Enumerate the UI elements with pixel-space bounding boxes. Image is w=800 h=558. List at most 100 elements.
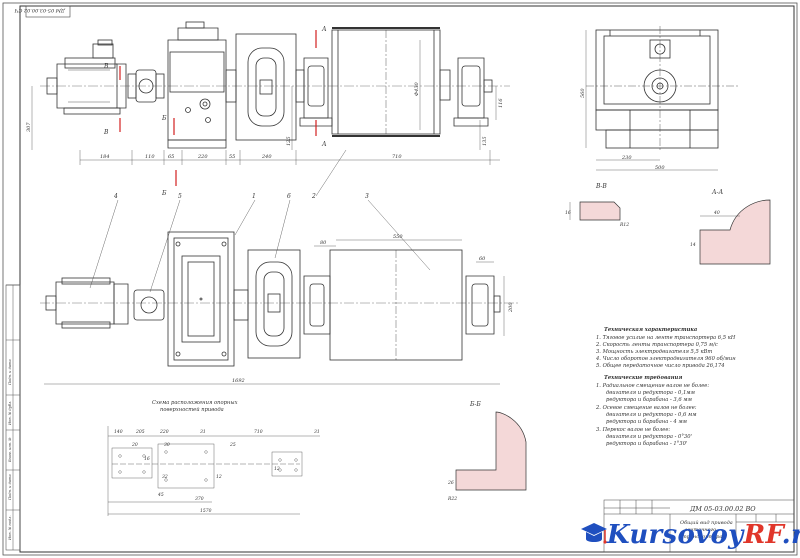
- scheme-dim-25: 25: [229, 442, 236, 448]
- req-line-8: двигателя и редуктора - 0°30': [606, 434, 692, 440]
- leader-4: 4: [113, 193, 118, 200]
- watermark: KursovoyRF.ru: [607, 520, 800, 556]
- bb-dim-26: 26: [447, 480, 454, 486]
- cut-letter-a2: А: [321, 141, 327, 148]
- aa-dim-14: 14: [690, 242, 696, 248]
- inner-frame: [19, 5, 795, 553]
- scheme-dim-20a: 20: [131, 442, 138, 448]
- cut-letter-b2: Б: [161, 190, 167, 197]
- req-line-9: редуктора и барабана - 1°30': [606, 440, 687, 447]
- dim-230: 230: [621, 155, 632, 161]
- section-aa: А-А 40 14: [690, 189, 771, 265]
- scheme-dim-32: 32: [162, 474, 168, 480]
- dim-500: 500: [655, 165, 665, 171]
- dim-307: 307: [26, 122, 32, 132]
- side-label-1: Инв. № подл.: [8, 515, 12, 541]
- aa-dim-40: 40: [713, 210, 720, 216]
- req-line-6: редуктора и барабана - 4 мм: [606, 418, 687, 425]
- dim-200: 200: [508, 302, 514, 313]
- side-label-3: Взам. инв. №: [8, 437, 12, 463]
- dim-80: 80: [320, 240, 327, 246]
- dim-65: 65: [168, 154, 174, 160]
- dim-240: 240: [261, 154, 272, 160]
- dim-110: 110: [145, 154, 155, 160]
- req-line-3: редуктора и барабана - 3,6 мм: [606, 396, 692, 403]
- plan-view: [40, 231, 520, 367]
- side-elevation-view: [40, 21, 510, 149]
- drum-diameter: Ф430: [414, 81, 420, 96]
- title-block-name-2: ленточного: [684, 527, 716, 533]
- dim-560: 560: [580, 88, 586, 98]
- plan-leader-numbers: 4 5 1 6 2 3 80 550 60 200 1692: [113, 193, 514, 384]
- top-stamp: ДМ 05-03.00.02 СЧ: [14, 5, 71, 18]
- scheme-title-1: Схема расположения опорных: [152, 400, 238, 406]
- dim-135: 135: [482, 136, 488, 146]
- section-bb-title: Б-Б: [469, 401, 481, 408]
- watermark-tail: .ru: [781, 520, 800, 550]
- plan-leaders: [44, 149, 505, 385]
- top-dim-labels: 184 110 65 220 55 240 710 307 125 116 13…: [26, 81, 504, 160]
- section-marks-top: [119, 30, 317, 186]
- tech-line-3: 3. Мощность электродвигателя 5,5 кВт: [596, 349, 712, 355]
- dim-550: 550: [393, 234, 403, 240]
- front-dimensions: [585, 30, 718, 171]
- req-line-2: двигателя и редуктора - 0,1мм: [606, 390, 695, 396]
- tech-title: Техническая характеристика: [604, 327, 697, 333]
- tech-characteristics: Техническая характеристика 1. Тяговое ус…: [595, 327, 736, 369]
- section-bb: Б-Б 26 R22: [447, 401, 527, 502]
- req-line-7: 3. Перекос валов не более:: [596, 426, 670, 433]
- title-block-code: ДМ 05-03.00.02 ВО: [689, 505, 756, 513]
- req-line-1: 1. Радиальное смещение валов не более:: [596, 382, 709, 389]
- front-view: [586, 26, 740, 150]
- top-stamp-text: ДМ 05-03.00.02 СЧ: [14, 7, 66, 13]
- leader-3: 3: [365, 193, 369, 200]
- tech-line-2: 2. Скорость ленты транспортера 0,75 м/с: [595, 342, 718, 348]
- dim-60: 60: [479, 256, 486, 262]
- section-aa-title: А-А: [711, 189, 724, 196]
- scheme-dim-12b: 12: [216, 474, 222, 480]
- scheme-dim-31a: 31: [200, 429, 206, 435]
- leader-1: 1: [252, 193, 256, 200]
- scheme-dim-140: 140: [114, 429, 123, 435]
- section-vv-title: В-В: [595, 183, 607, 190]
- side-label-4: Инв. № дубл.: [8, 401, 12, 426]
- scheme-dim-205: 205: [135, 429, 145, 435]
- side-strip: Инв. № подл. Подп. и дата Взам. инв. № И…: [5, 284, 21, 551]
- section-letters-top: В В Б Б А А: [103, 26, 327, 197]
- section-vv: В-В 16 R12: [565, 183, 629, 228]
- scheme-dim-45: 45: [157, 492, 164, 498]
- scheme-dim-30: 30: [164, 442, 170, 448]
- dim-116: 116: [498, 98, 504, 108]
- req-title: Технические требования: [604, 374, 682, 381]
- req-line-5: двигателя и редуктора - 0,6 мм: [606, 412, 697, 418]
- title-block-name-1: Общий вид привода: [680, 519, 733, 526]
- side-label-5: Подп. и дата: [8, 359, 12, 386]
- top-dimensions: [31, 40, 500, 165]
- dim-1692: 1692: [232, 378, 245, 384]
- vv-dim-16: 16: [565, 210, 571, 216]
- watermark-cap-icon: [581, 523, 607, 544]
- cut-letter-v1: В: [103, 63, 109, 70]
- dim-184: 184: [100, 154, 110, 160]
- scheme-dim-12a: 12: [274, 466, 280, 472]
- scheme-dim-370: 370: [195, 496, 204, 502]
- tech-line-1: 1. Тяговое усилие на ленте транспортера …: [596, 335, 736, 341]
- scheme-title-2: поверхностей привода: [160, 407, 224, 413]
- scheme-dim-710: 710: [254, 429, 263, 435]
- dim-55: 55: [229, 154, 235, 160]
- tech-line-4: 4. Число оборотов электродвигателя 960 о…: [595, 355, 736, 362]
- tech-requirements: Технические требования 1. Радиальное сме…: [595, 374, 709, 447]
- cut-letter-v2: В: [103, 129, 109, 136]
- vv-dim-r12: R12: [619, 222, 629, 228]
- tech-line-5: 5. Общее передаточное число привода 26,1…: [596, 362, 725, 369]
- scheme-dim-1570: 1570: [200, 508, 212, 514]
- bb-dim-r22: R22: [447, 496, 457, 502]
- support-scheme: Схема расположения опорных поверхностей …: [107, 400, 320, 516]
- dim-220: 220: [197, 154, 208, 160]
- title-block: [603, 499, 795, 553]
- req-line-4: 2. Осевое смещение валов не более:: [595, 404, 697, 411]
- side-label-2: Подп. и дата: [8, 474, 12, 501]
- cut-letter-b1: Б: [161, 115, 167, 122]
